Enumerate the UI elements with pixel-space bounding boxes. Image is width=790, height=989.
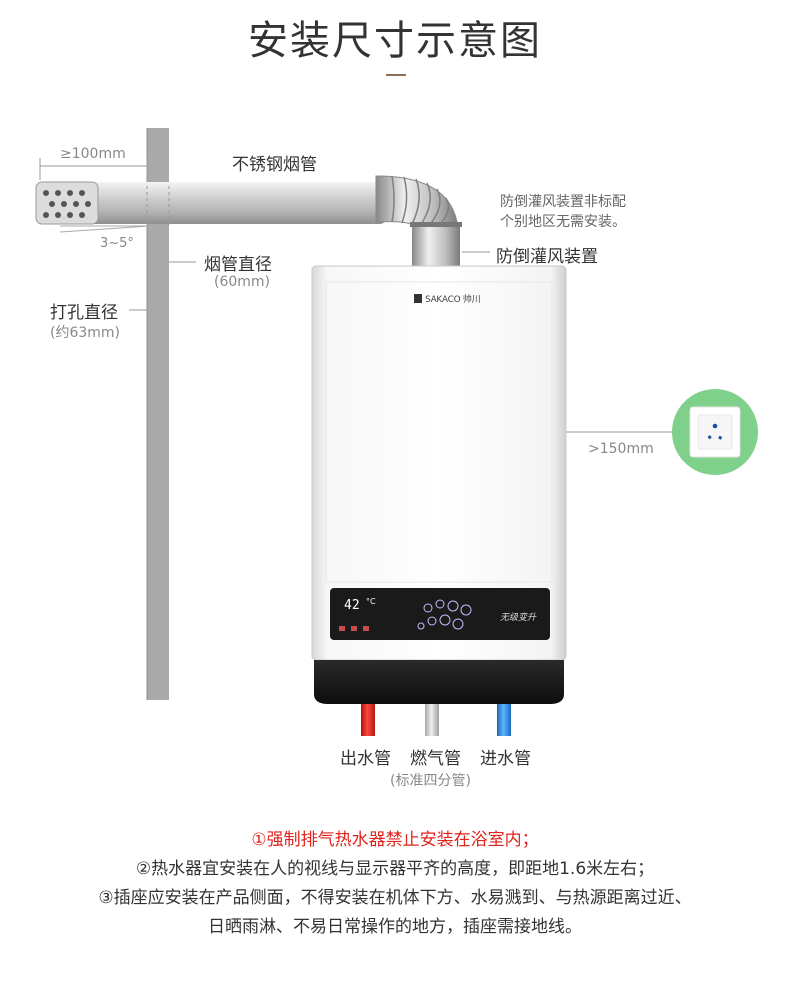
pipe-diameter-value: (60mm) [214,274,271,290]
heater-badge: 无级变升 [500,613,537,623]
anti-backdraft-note-line-2: 个别地区无需安装。 [500,214,626,230]
power-socket [672,389,758,475]
hole-diameter-label: 打孔直径 [50,303,118,323]
pipe-standard-label: (标准四分管) [390,773,471,789]
display-temperature-unit: °C [366,597,376,606]
display-temperature: 42 [344,598,360,613]
water-heater [311,265,567,704]
tilt-angle-marker [59,225,151,233]
panel-buttons [417,599,472,630]
brand-name: SAKACO 帅川 [425,295,481,305]
anti-backdraft-device-label: 防倒灌风装置 [496,247,598,267]
gas-pipe-label: 燃气管 [410,749,461,769]
socket-distance-label: >150mm [588,441,654,457]
note-line-4: 日晒雨淋、不易日常操作的地方，插座需接地线。 [208,917,582,937]
outlet-pipe [361,704,375,736]
page-title: 安装尺寸示意图 [248,18,542,64]
heater-base [314,660,564,704]
panel-indicators [339,626,369,631]
stainless-exhaust-pipe [35,175,462,268]
pipe-diameter-label: 烟管直径 [204,255,272,275]
note-line-3: ③插座应安装在产品侧面，不得安装在机体下方、水易溅到、与热源距离过近、 [98,888,692,908]
installation-notes: ①强制排气热水器禁止安装在浴室内； ②热水器宜安装在人的视线与显示器平齐的高度，… [0,826,790,942]
brand-logo-icon [414,294,422,303]
note-line-2: ②热水器宜安装在人的视线与显示器平齐的高度，即距地1.6米左右； [135,859,655,879]
extension-length-label: ≥100mm [60,146,126,162]
stainless-pipe-label: 不锈钢烟管 [232,155,317,175]
anti-backdraft-device [412,224,460,268]
outlet-pipe-label: 出水管 [340,749,391,769]
gas-pipe [425,704,439,736]
hole-diameter-value: (约63mm) [50,325,121,341]
tilt-angle-label: 3~5° [100,236,134,251]
title-divider [386,74,406,76]
inlet-pipe [497,704,511,736]
wall [147,128,169,700]
socket-hole-icon [712,423,718,429]
control-panel [330,588,550,640]
extension-dimension [39,158,170,228]
inlet-pipe-label: 进水管 [480,749,531,769]
leader-lines [129,251,676,433]
anti-backdraft-note-line-1: 防倒灌风装置非标配 [500,194,626,210]
note-line-1: ①强制排气热水器禁止安装在浴室内； [251,830,539,850]
